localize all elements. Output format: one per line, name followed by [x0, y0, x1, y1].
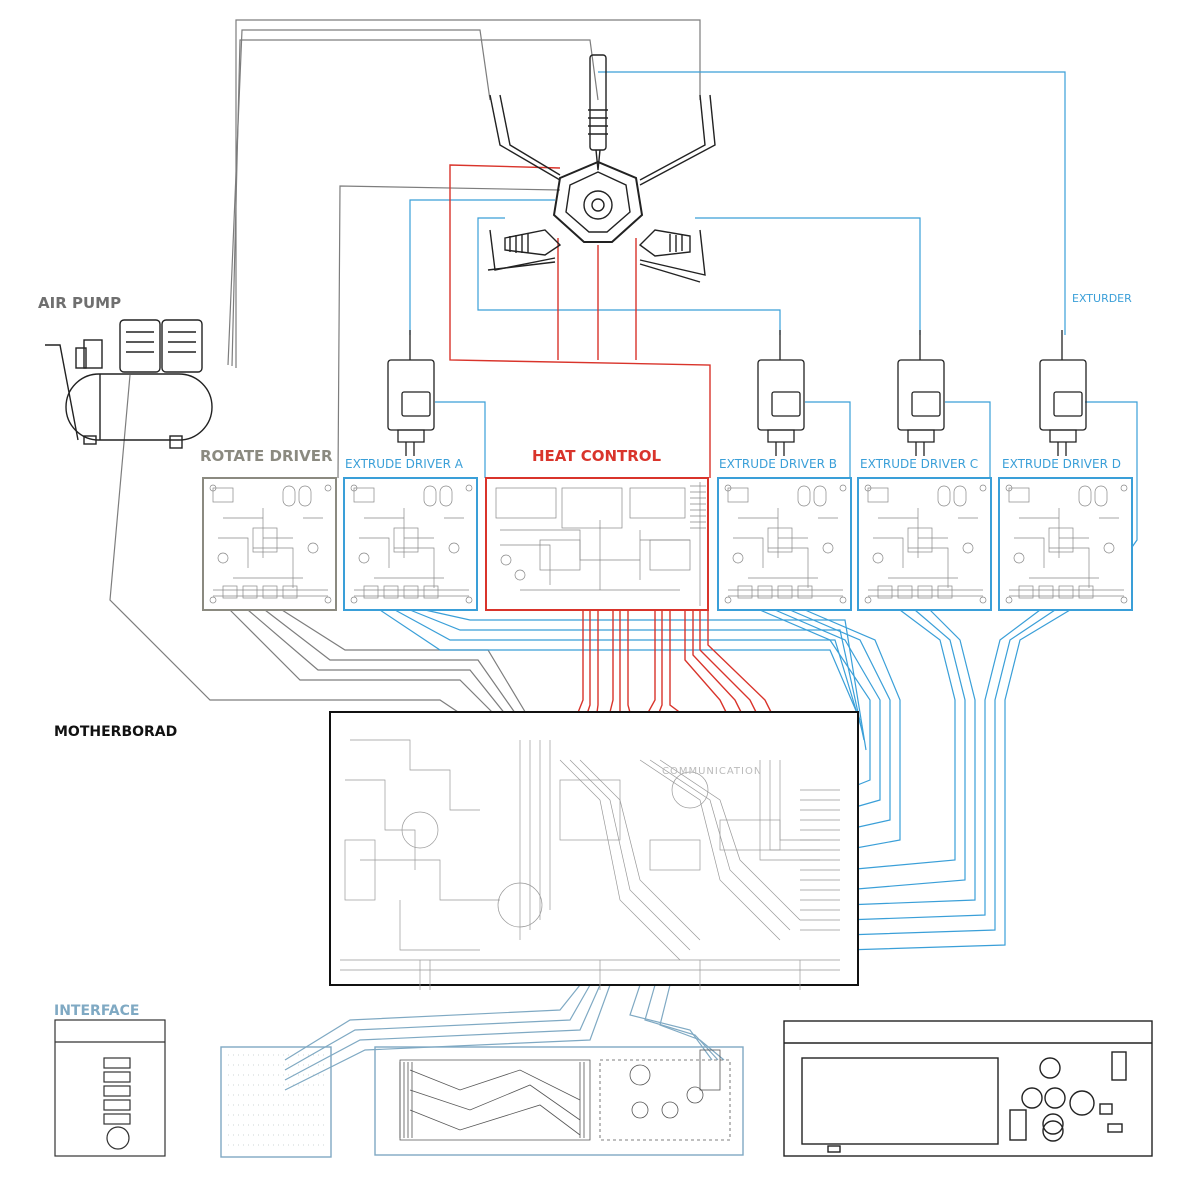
extrude-driver-c-board [857, 477, 992, 611]
air-compressor-icon [45, 319, 213, 449]
extrude-driver-d-board [998, 477, 1133, 611]
rotate-driver-board [202, 477, 337, 611]
interface-display-panel [783, 1020, 1153, 1157]
exturder-label: EXTURDER [1072, 292, 1132, 305]
heat-control-label: HEAT CONTROL [532, 447, 662, 465]
blue-wires [379, 71, 1138, 951]
extrude-driver-a-board [343, 477, 478, 611]
stepper-motor-icon [387, 330, 1087, 456]
grey-wires [109, 19, 701, 721]
motherboard-board [329, 711, 859, 990]
extrude-driver-b-label: EXTRUDE DRIVER B [719, 457, 837, 471]
red-wires [449, 164, 776, 721]
interface-wires [284, 984, 725, 1091]
extrude-driver-c-label: EXTRUDE DRIVER C [860, 457, 979, 471]
communication-silkscreen: COMMUNICATION [662, 766, 763, 777]
interface-perfboard [220, 1046, 332, 1158]
rotate-driver-label: ROTATE DRIVER [200, 447, 333, 465]
air-pump-label: AIR PUMP [38, 294, 122, 312]
hexagonal-print-head-icon [487, 54, 716, 283]
interface-label: INTERFACE [54, 1003, 140, 1019]
extrude-driver-d-label: EXTRUDE DRIVER D [1002, 457, 1121, 471]
extrude-driver-a-label: EXTRUDE DRIVER A [345, 457, 463, 471]
interface-control-board [374, 1046, 744, 1156]
heat-control-board [485, 477, 709, 611]
motherboard-label: MOTHERBORAD [54, 724, 178, 740]
extrude-driver-b-board [717, 477, 852, 611]
interface-switch-panel [54, 1019, 166, 1157]
